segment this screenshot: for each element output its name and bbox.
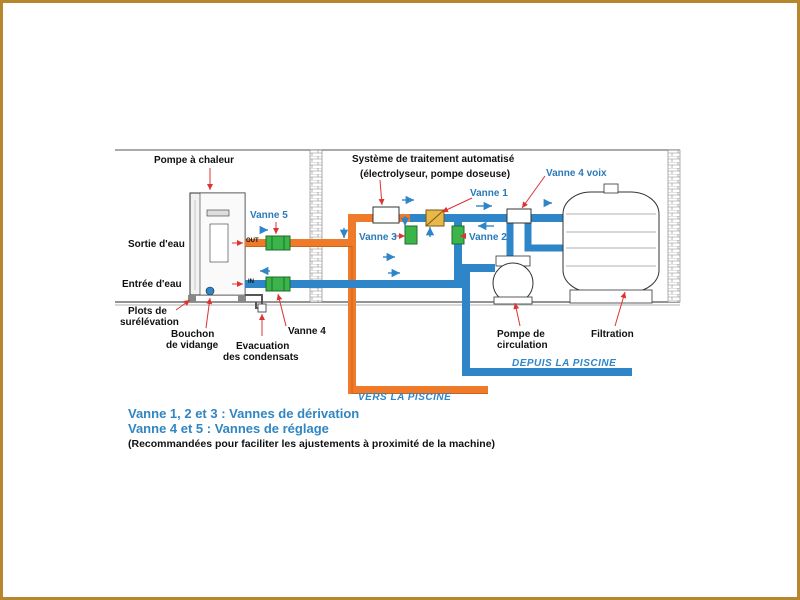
valve-1[interactable] — [425, 209, 445, 227]
brick-walls — [309, 149, 681, 303]
labels: Pompe à chaleur Sortie d'eau Entrée d'ea… — [120, 154, 634, 403]
drain-label-2: de vidange — [166, 340, 219, 351]
condensate-label: Evacuation — [236, 341, 289, 352]
valve-5-label: Vanne 5 — [250, 210, 288, 221]
four-way-valve-label: Vanne 4 voix — [546, 168, 607, 179]
flow-arrows — [259, 195, 552, 278]
legend-line-2: Vanne 4 et 5 : Vannes de réglage — [128, 421, 329, 436]
valve-3[interactable] — [404, 225, 418, 245]
valve-5[interactable] — [265, 235, 291, 251]
treatment-box — [372, 206, 400, 224]
in-tag: IN — [248, 279, 254, 285]
legend: Vanne 1, 2 et 3 : Vannes de dérivation V… — [128, 406, 495, 452]
pump-label: Pompe de — [497, 329, 545, 340]
filtration-label: Filtration — [591, 329, 634, 340]
feet-label: Plots de — [128, 306, 167, 317]
valve-4-label: Vanne 4 — [288, 326, 326, 337]
heat-pump-label: Pompe à chaleur — [154, 155, 234, 166]
pump-label-2: circulation — [497, 340, 548, 351]
valve-2[interactable] — [451, 225, 465, 245]
treatment-label: Système de traitement automatisé — [352, 154, 515, 165]
condensate-drain — [245, 294, 267, 313]
heat-pump — [188, 192, 246, 302]
to-pool-label: VERS LA PISCINE — [358, 392, 451, 403]
valve-4[interactable] — [265, 276, 291, 292]
pointer-lines — [175, 168, 627, 336]
from-pool-label: DEPUIS LA PISCINE — [512, 358, 616, 369]
treatment-label-2: (électrolyseur, pompe doseuse) — [360, 169, 510, 180]
legend-line-3: (Recommandées pour faciliter les ajustem… — [128, 438, 496, 450]
filter-tank — [562, 183, 660, 304]
four-way-valve[interactable] — [506, 208, 532, 224]
circulation-pump — [492, 255, 534, 305]
valve-3-label: Vanne 3 — [359, 232, 397, 243]
drain-label: Bouchon — [171, 329, 214, 340]
legend-line-1: Vanne 1, 2 et 3 : Vannes de dérivation — [128, 406, 360, 421]
condensate-label-2: des condensats — [223, 352, 299, 363]
water-in-label: Entrée d'eau — [122, 279, 182, 290]
valve-1-label: Vanne 1 — [470, 188, 508, 199]
feet-label-2: surélévation — [120, 317, 179, 328]
water-out-label: Sortie d'eau — [128, 239, 185, 250]
out-tag: OUT — [246, 238, 259, 244]
valve-2-label: Vanne 2 — [469, 232, 507, 243]
